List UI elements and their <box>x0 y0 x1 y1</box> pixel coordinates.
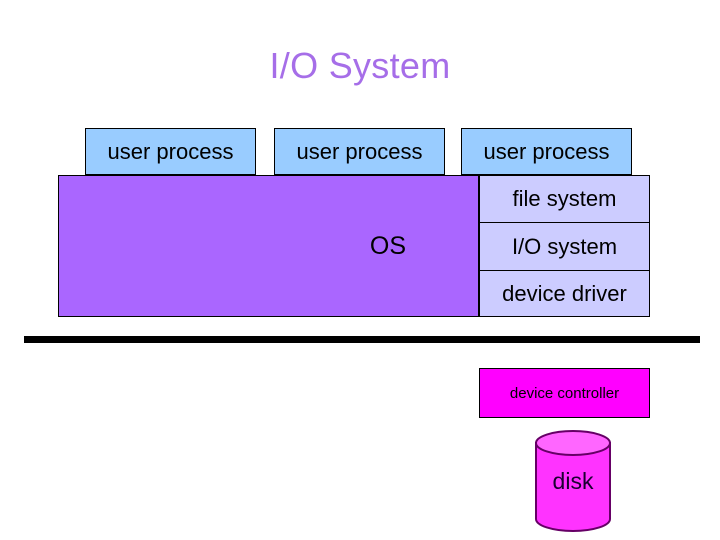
disk-shape <box>535 430 611 532</box>
user-process-box-3[interactable]: user process <box>461 128 632 175</box>
user-process-label-1: user process <box>107 138 234 164</box>
device-controller-box[interactable]: device controller <box>479 368 650 418</box>
kernel-layer-label-1: file system <box>512 186 617 211</box>
page-title: I/O System <box>269 45 451 86</box>
os-block[interactable]: OS <box>58 175 479 317</box>
kernel-layer-io-system[interactable]: I/O system <box>479 222 650 271</box>
user-process-box-1[interactable]: user process <box>85 128 256 175</box>
disk-cylinder-icon[interactable]: disk <box>534 430 612 532</box>
kernel-layer-label-3: device driver <box>502 280 627 306</box>
os-label: OS <box>369 231 406 260</box>
kernel-layer-label-2: I/O system <box>511 233 618 259</box>
user-process-label-2: user process <box>296 138 423 164</box>
user-process-box-2[interactable]: user process <box>274 128 445 175</box>
kernel-layer-device-driver[interactable]: device driver <box>479 270 650 317</box>
kernel-layer-file-system[interactable]: file system <box>479 175 650 223</box>
user-process-label-3: user process <box>483 138 610 164</box>
device-controller-label: device controller <box>509 384 620 402</box>
disk-label: disk <box>552 467 594 494</box>
hardware-divider-bar <box>24 336 700 343</box>
